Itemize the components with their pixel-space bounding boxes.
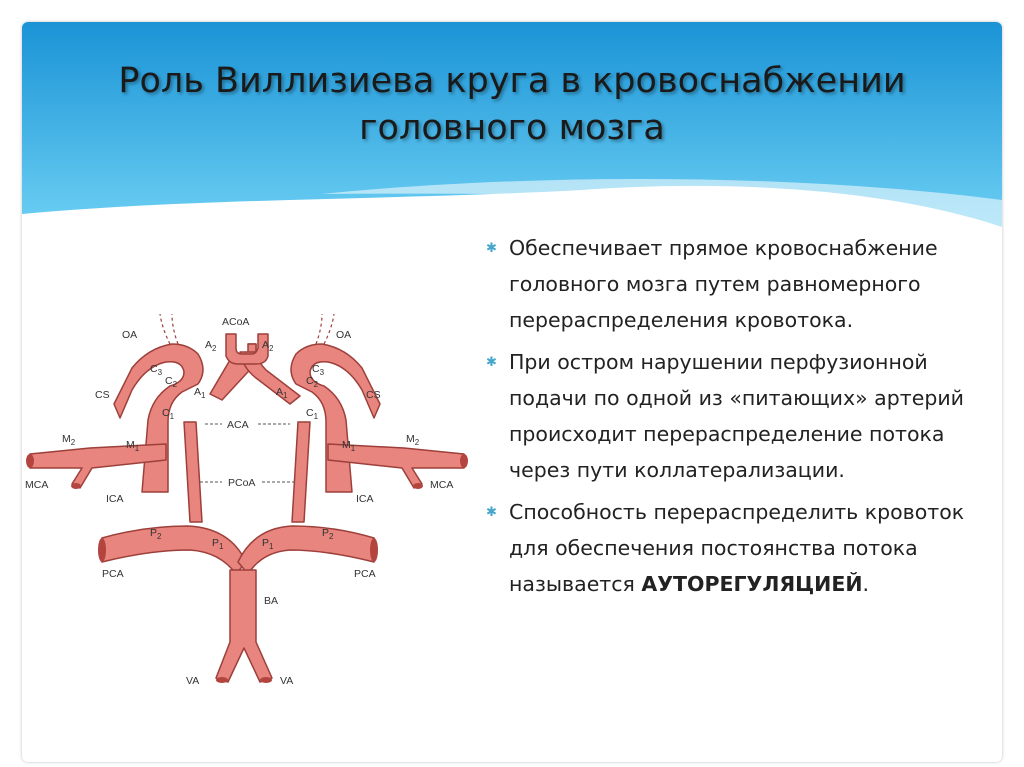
label-cs-right: CS bbox=[366, 389, 381, 401]
label-pca-left: PCA bbox=[102, 568, 124, 580]
label-c3-left: C3 bbox=[150, 363, 163, 377]
artery-left-ica bbox=[113, 343, 204, 493]
arteries bbox=[29, 333, 465, 683]
bullet-bold-term: АУТОРЕГУЛЯЦИЕЙ bbox=[641, 572, 863, 596]
artery-acoa bbox=[225, 333, 269, 365]
leader-lines bbox=[200, 423, 296, 483]
artery-basilar-vertebral bbox=[215, 569, 273, 683]
title-line-2: головного мозга bbox=[359, 108, 665, 148]
label-ica-right: ICA bbox=[356, 493, 374, 505]
label-c1-right: C1 bbox=[306, 407, 319, 421]
label-pcoa: PCoA bbox=[228, 477, 255, 489]
label-c1-left: C1 bbox=[162, 407, 175, 421]
vessel-openings bbox=[26, 454, 468, 683]
label-va-right: VA bbox=[280, 675, 293, 687]
label-a1-left: A1 bbox=[194, 386, 206, 400]
label-oa-right: OA bbox=[336, 329, 351, 341]
artery-left-pcoa bbox=[183, 421, 203, 523]
label-va-left: VA bbox=[186, 675, 199, 687]
label-pca-right: PCA bbox=[354, 568, 376, 580]
bullet-list: ✱ Обеспечивает прямое кровоснабжение гол… bbox=[486, 230, 986, 608]
artery-right-mca bbox=[327, 443, 465, 489]
bullet-text: Способность перераспределить кровоток дл… bbox=[509, 500, 965, 596]
label-mca-right: MCA bbox=[430, 479, 453, 491]
asterisk-bullet-icon: ✱ bbox=[486, 355, 497, 370]
label-cs-left: CS bbox=[95, 389, 110, 401]
bullet-text: Обеспечивает прямое кровоснабжение голов… bbox=[509, 236, 938, 332]
header-background bbox=[22, 22, 1002, 247]
label-c2-left: C2 bbox=[165, 375, 178, 389]
label-c3-right: C3 bbox=[312, 363, 325, 377]
slide: Роль Виллизиева круга в кровоснабжении г… bbox=[22, 22, 1002, 762]
artery-right-pca bbox=[237, 525, 375, 575]
artery-left-pca bbox=[101, 525, 247, 575]
label-oa-left: OA bbox=[122, 329, 137, 341]
label-aca: ACA bbox=[227, 419, 249, 431]
bullet-item-2: ✱ При остром нарушении перфузионной пода… bbox=[486, 344, 986, 488]
label-a2-left: A2 bbox=[205, 339, 217, 353]
label-ba: BA bbox=[264, 595, 278, 607]
bullet-tail: . bbox=[862, 572, 870, 596]
label-m1-right: M1 bbox=[342, 439, 356, 453]
asterisk-bullet-icon: ✱ bbox=[486, 241, 497, 256]
title-line-1: Роль Виллизиева круга в кровоснабжении bbox=[118, 61, 906, 101]
label-c2-right: C2 bbox=[306, 375, 319, 389]
bullet-text: При остром нарушении перфузионной подачи… bbox=[509, 350, 964, 482]
bullet-item-1: ✱ Обеспечивает прямое кровоснабжение гол… bbox=[486, 230, 986, 338]
label-mca-left: MCA bbox=[25, 479, 48, 491]
label-ica-left: ICA bbox=[106, 493, 124, 505]
label-m1-left: M1 bbox=[126, 439, 140, 453]
label-m2-right: M2 bbox=[406, 433, 420, 447]
artery-right-ica bbox=[290, 343, 381, 493]
slide-title: Роль Виллизиева круга в кровоснабжении г… bbox=[22, 58, 1002, 152]
asterisk-bullet-icon: ✱ bbox=[486, 505, 497, 520]
circle-of-willis-diagram: ACoA A2 A2 A1 A1 ACA OA OA CS CS C3 C2 C… bbox=[25, 313, 468, 687]
artery-left-mca bbox=[29, 443, 167, 489]
label-acoa: ACoA bbox=[222, 316, 249, 328]
artery-right-pcoa bbox=[291, 421, 311, 523]
bullet-item-3: ✱ Способность перераспределить кровоток … bbox=[486, 494, 986, 602]
label-a2-right: A2 bbox=[262, 339, 274, 353]
ophthalmic-dashes bbox=[159, 313, 335, 345]
label-m2-left: M2 bbox=[62, 433, 76, 447]
